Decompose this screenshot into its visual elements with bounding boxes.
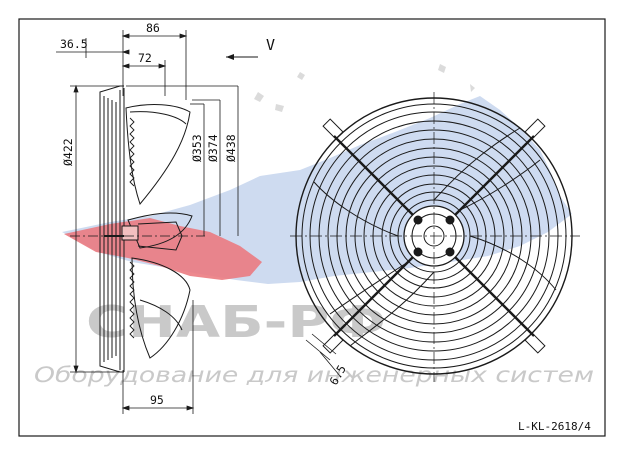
- side-view-dimensions: [56, 30, 239, 414]
- dim-36-5: 36.5: [60, 37, 88, 51]
- dim-dia-422: Ø422: [61, 138, 75, 166]
- dim-dia-374: Ø374: [206, 134, 220, 162]
- slot-dimension: [305, 333, 341, 377]
- dim-dia-353: Ø353: [190, 134, 204, 162]
- dim-72: 72: [138, 51, 152, 65]
- dim-86: 86: [146, 21, 160, 35]
- watermark-brand: СНАБ-РФ: [86, 297, 386, 348]
- drawing-code: L-KL-2618/4: [518, 420, 591, 433]
- fan-side-view: [70, 85, 205, 373]
- watermark-tagline: Оборудование для инженерных систем: [34, 363, 594, 387]
- fan-front-view: [290, 92, 580, 382]
- dim-dia-438: Ø438: [224, 134, 238, 162]
- airflow-arrow: [226, 54, 258, 60]
- dim-95: 95: [150, 393, 164, 407]
- drawing-frame: [18, 18, 606, 437]
- airflow-label: V: [266, 36, 275, 54]
